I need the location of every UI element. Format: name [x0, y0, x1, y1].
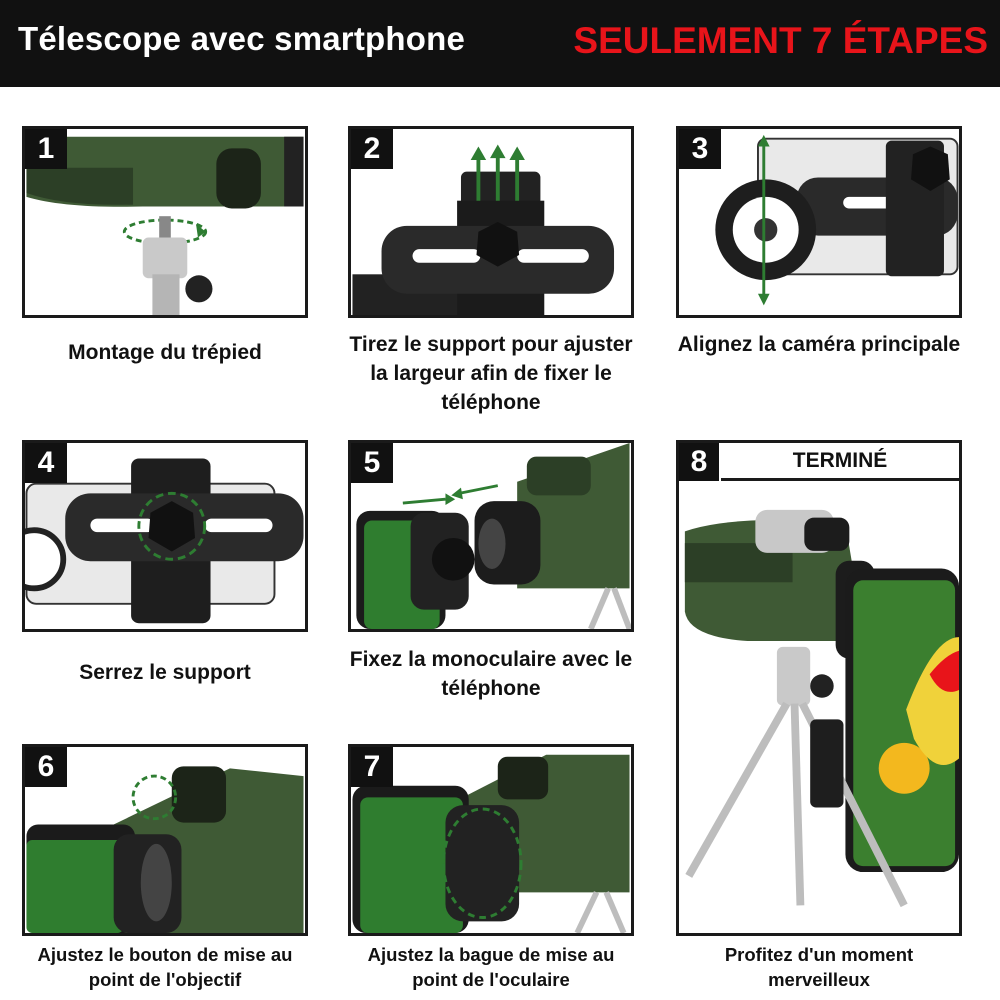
step-6-panel: 6	[22, 744, 308, 936]
step-5-number: 5	[351, 443, 393, 483]
step-8-caption: Profitez d'un moment merveilleux	[724, 944, 914, 990]
page-title: Télescope avec smartphone	[18, 20, 466, 57]
step-5-caption: Fixez la monoculaire avec le téléphone	[349, 648, 633, 700]
step-4-illustration	[25, 458, 304, 624]
step-2-number: 2	[351, 129, 393, 169]
step-4-number: 4	[25, 443, 67, 483]
header-banner: Télescope avec smartphone SEULEMENT 7 ÉT…	[0, 0, 1000, 87]
step-2-caption: Tirez le support pour ajuster la largeur…	[349, 333, 633, 414]
steps-highlight: SEULEMENT 7 ÉTAPES	[573, 20, 988, 61]
step-8-number: 8	[679, 443, 719, 481]
monocular-grip	[26, 167, 134, 205]
step-8-illustration	[684, 509, 959, 908]
step-3-number: 3	[679, 129, 721, 169]
step-1-caption: Montage du trépied	[68, 341, 262, 364]
attach-arrow-right	[402, 497, 446, 505]
step-1-illustration	[26, 136, 304, 315]
lock-knob	[148, 501, 196, 552]
step-4-panel: 4	[22, 440, 308, 632]
focus-knob	[171, 766, 227, 823]
tripod-head	[142, 237, 188, 279]
step-7-panel: 7	[348, 744, 634, 936]
step-7-number: 7	[351, 747, 393, 787]
finished-label: TERMINÉ	[721, 443, 959, 481]
step-6-number: 6	[25, 747, 67, 787]
step-1-panel: 1	[22, 126, 308, 318]
step-3-panel: 3	[676, 126, 962, 318]
rotate-arrow	[131, 774, 178, 821]
step-8-panel: 8 TERMINÉ	[676, 440, 962, 936]
step-4-caption: Serrez le support	[79, 661, 251, 684]
step-3-caption: Alignez la caméra principale	[677, 333, 961, 356]
attach-arrow-left	[458, 484, 499, 495]
step-7-caption: Ajustez la bague de mise au point de l'o…	[367, 944, 615, 990]
step-2-illustration	[352, 144, 615, 315]
ring-arrow	[442, 807, 523, 919]
focus-knob	[216, 148, 261, 209]
step-7-illustration	[352, 754, 630, 933]
focus-ring	[445, 805, 520, 922]
tighten-arrow	[137, 491, 207, 561]
step-6-caption: Ajustez le bouton de mise au point de l'…	[37, 944, 293, 990]
step-1-number: 1	[25, 129, 67, 169]
step-5-panel: 5	[348, 440, 634, 632]
tripod-screw	[159, 216, 171, 238]
step-5-illustration	[356, 443, 631, 629]
step-3-illustration	[715, 134, 959, 306]
lock-knob	[476, 222, 520, 267]
tripod-leg	[685, 701, 791, 878]
tripod-head	[776, 646, 811, 706]
step-6-illustration	[26, 766, 304, 933]
step-2-panel: 2	[348, 126, 634, 318]
